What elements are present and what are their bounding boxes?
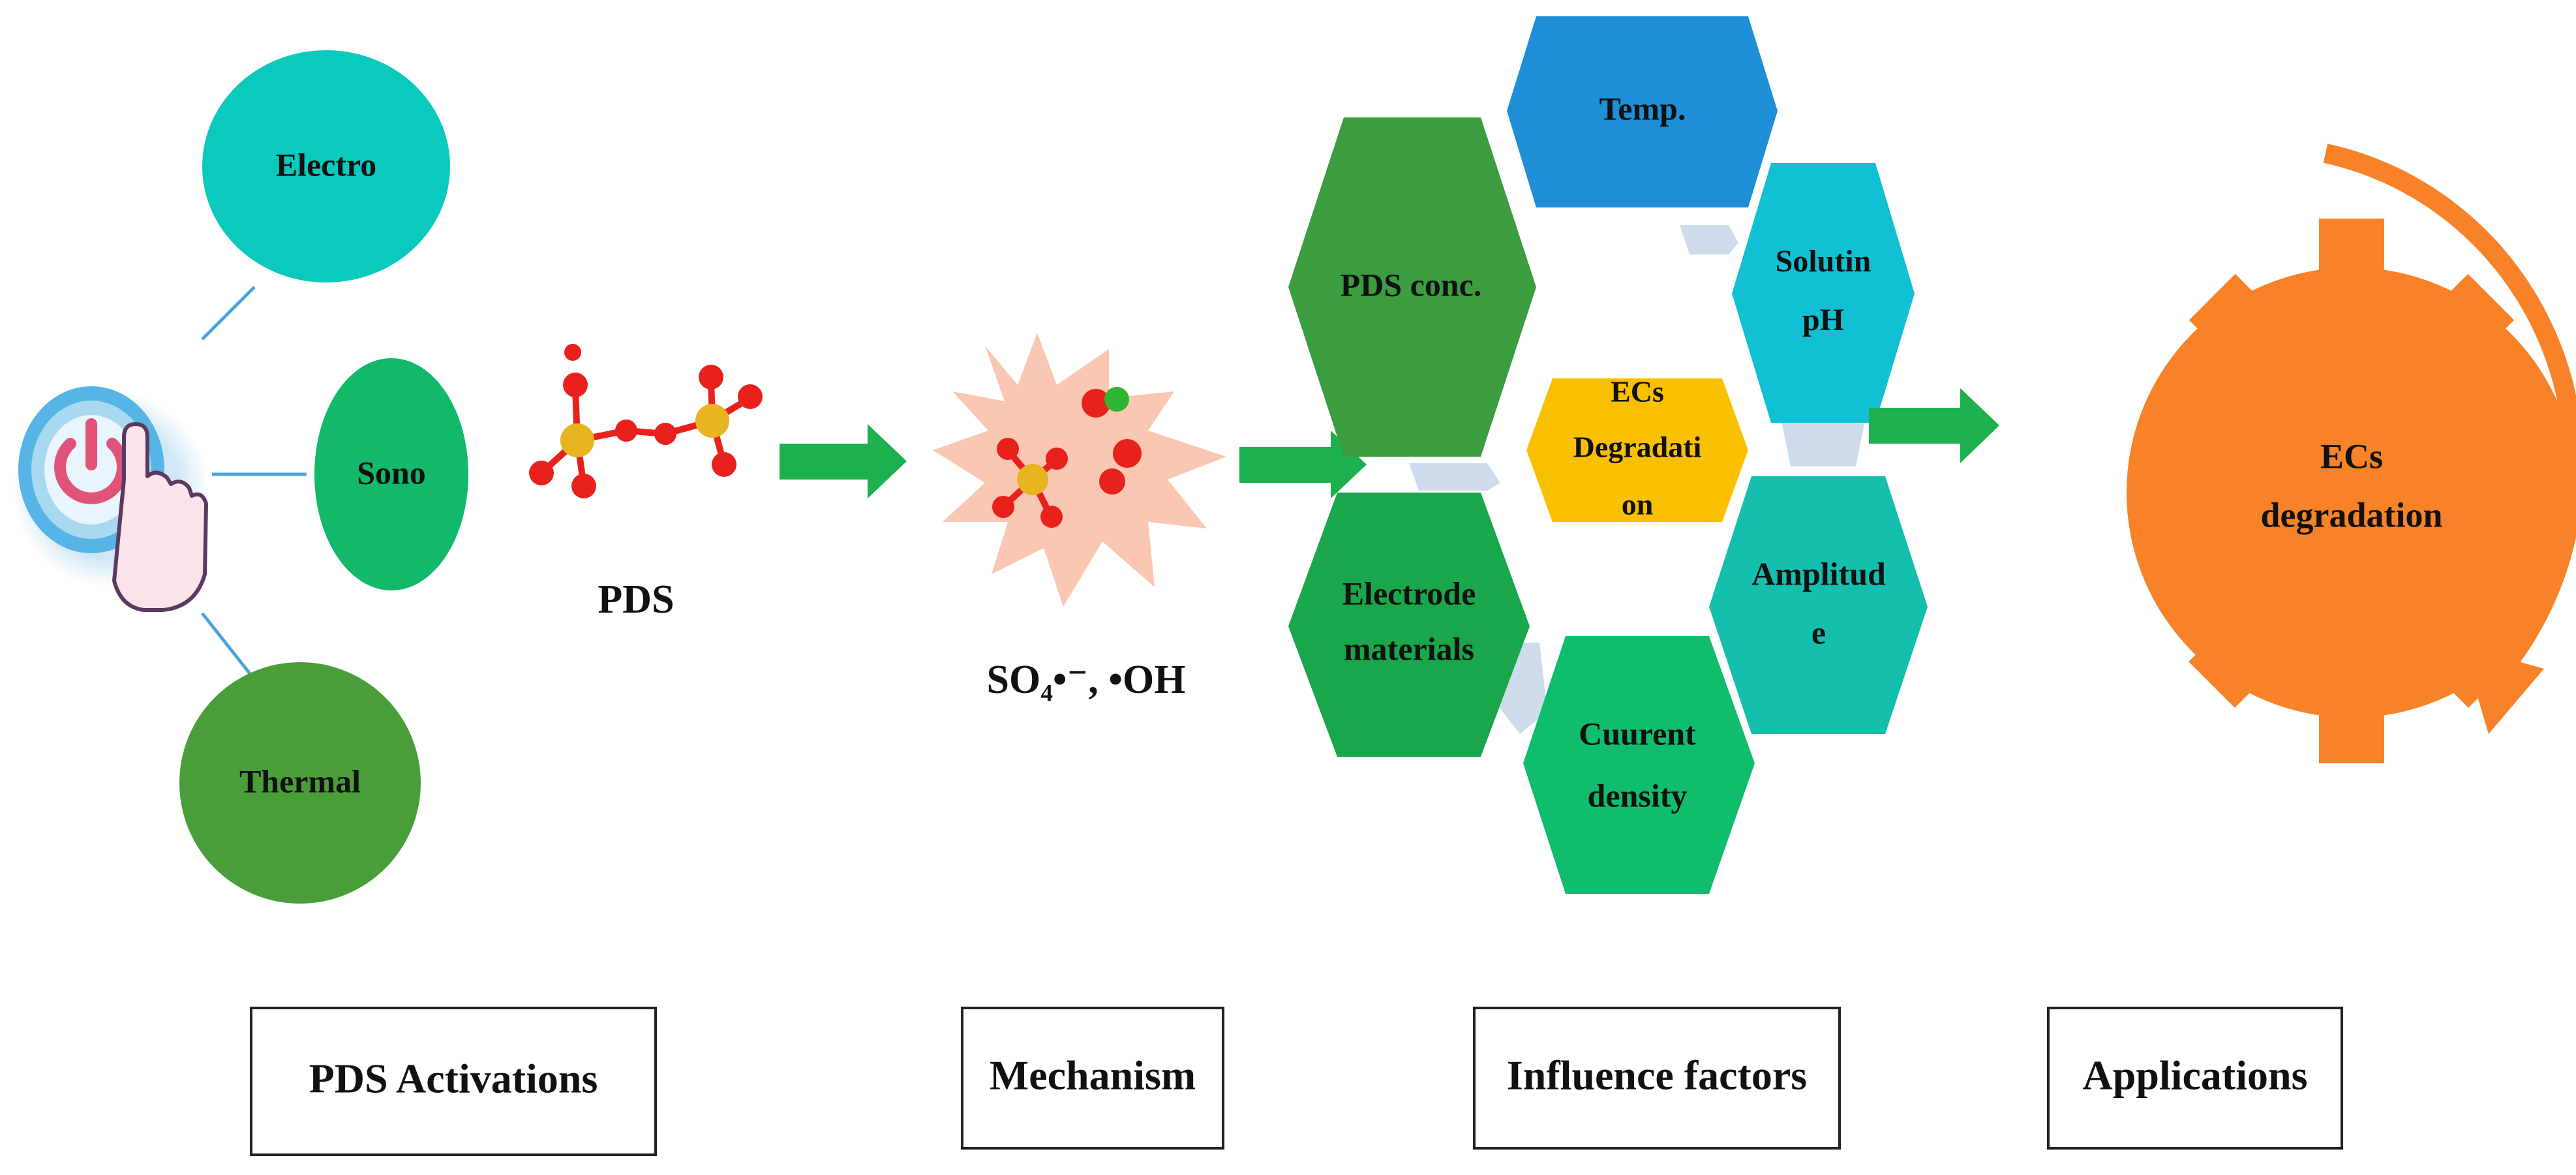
temp-label: Temp. xyxy=(1599,90,1686,127)
solution-ph-label-2: pH xyxy=(1802,303,1844,337)
pds-conc-label: PDS conc. xyxy=(1341,266,1482,303)
electro-label: Electro xyxy=(276,146,377,183)
gear-label-1: ECs xyxy=(2320,436,2383,476)
sono-label: Sono xyxy=(357,454,426,491)
sulfate-radical-molecule xyxy=(992,438,1068,528)
amplitude-hexagon: Amplitud e xyxy=(1709,476,1928,734)
hydroxyl-radical-molecule xyxy=(1082,387,1142,495)
circular-arrow-icon xyxy=(2323,144,2576,734)
temp-hexagon: Temp. xyxy=(1507,16,1778,207)
mechanism-label: Mechanism xyxy=(990,1052,1196,1099)
current-density-hexagon: Cuurent density xyxy=(1523,636,1755,894)
pds-activations-box: PDS Activations xyxy=(250,1007,657,1156)
electrode-label-1: Electrode xyxy=(1342,575,1476,611)
pds-activations-label: PDS Activations xyxy=(309,1056,598,1102)
center-label-3: on xyxy=(1622,488,1654,521)
mechanism-box: Mechanism xyxy=(961,1007,1224,1150)
gear-label-2: degradation xyxy=(2260,495,2442,534)
pds-molecule-icon xyxy=(529,344,763,498)
influence-factors-label: Influence factors xyxy=(1507,1052,1807,1099)
ecs-degradation-center-hexagon: ECs Degradati on xyxy=(1526,375,1748,522)
amplitude-label-2: e xyxy=(1811,614,1826,650)
radical-burst-icon xyxy=(933,333,1226,607)
power-button-hand-icon xyxy=(13,386,209,612)
center-label-2: Degradati xyxy=(1573,431,1702,464)
pds-conc-hexagon: PDS conc. xyxy=(1288,117,1536,457)
flow-arrow-1 xyxy=(780,424,907,498)
sono-node: Sono xyxy=(314,358,468,590)
flow-arrow-2 xyxy=(1239,431,1367,498)
solution-ph-label-1: Solutin xyxy=(1776,244,1871,279)
activation-connectors xyxy=(201,286,307,677)
applications-box: Applications xyxy=(2047,1007,2343,1150)
influence-factors-box: Influence factors xyxy=(1473,1007,1841,1150)
thermal-label: Thermal xyxy=(239,763,361,799)
hex-connectors xyxy=(1409,225,1866,734)
amplitude-label-1: Amplitud xyxy=(1751,555,1886,592)
solution-ph-hexagon: Solutin pH xyxy=(1732,163,1915,423)
electrode-materials-hexagon: Electrode materials xyxy=(1288,493,1530,757)
thermal-node: Thermal xyxy=(179,662,421,904)
flow-arrow-3 xyxy=(1869,388,1999,463)
center-label-1: ECs xyxy=(1611,375,1664,408)
electrode-label-2: materials xyxy=(1344,630,1474,667)
radicals-label: SO₄•⁻, •OH xyxy=(987,658,1186,702)
pds-molecule-label: PDS xyxy=(598,577,674,622)
current-label-1: Cuurent xyxy=(1579,715,1696,752)
current-label-2: density xyxy=(1588,777,1688,814)
electro-node: Electro xyxy=(202,50,450,282)
applications-label: Applications xyxy=(2083,1052,2308,1099)
